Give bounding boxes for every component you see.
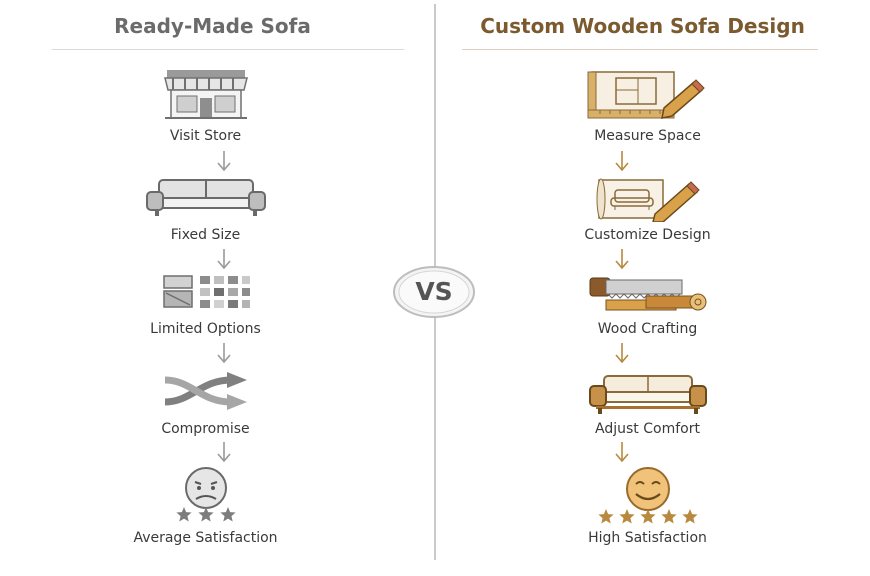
custom-step-label: Measure Space [594,128,701,144]
custom-step-label: Customize Design [584,227,711,243]
star-icon [660,509,677,524]
vs-badge-outline [393,266,475,318]
ready-step-label: Compromise [161,421,250,437]
arrow-down-icon [615,151,629,172]
arrow-down-icon [217,249,231,270]
store-icon [163,70,248,119]
options-grid-icon [162,275,250,308]
custom-step-label: High Satisfaction [588,530,707,546]
arrow-down-icon [217,343,231,364]
custom-column: Custom Wooden Sofa Design Measure Space [435,0,870,576]
arrow-down-icon [217,442,231,463]
ready-step-label: Fixed Size [170,227,241,243]
star-icon [639,509,656,524]
ready-made-title: Ready-Made Sofa [114,14,311,38]
arrow-down-icon [615,343,629,364]
wooden-sofa-icon [588,375,707,414]
sad-face-icon [175,467,236,522]
star-icon [681,509,698,524]
custom-title: Custom Wooden Sofa Design [480,14,805,38]
vs-text: VS [415,277,453,306]
happy-face-icon [597,467,698,524]
rating-stars [597,509,698,524]
custom-title-rule [462,49,818,50]
design-sketch-icon [596,178,700,222]
vs-badge: VS [392,265,476,319]
star-icon [175,507,192,522]
crossed-arrows-icon [164,372,247,410]
blueprint-pencil-icon [587,71,705,119]
ready-made-column: Ready-Made Sofa Visit Store Fixed Si [52,14,404,546]
star-icon [219,507,236,522]
star-icon [597,509,614,524]
arrow-down-icon [615,442,629,463]
rating-stars [175,507,236,522]
ready-step-label: Average Satisfaction [133,530,278,546]
ready-step-label: Limited Options [150,321,261,337]
ready-step-label: Visit Store [169,128,242,144]
custom-step-label: Adjust Comfort [595,421,700,437]
custom-step-label: Wood Crafting [597,321,698,337]
arrow-down-icon [217,151,231,172]
arrow-down-icon [615,249,629,270]
star-icon [197,507,214,522]
star-icon [618,509,635,524]
ready-made-title-rule [52,49,404,50]
saw-logs-icon [589,277,706,311]
sofa-icon [145,179,266,216]
